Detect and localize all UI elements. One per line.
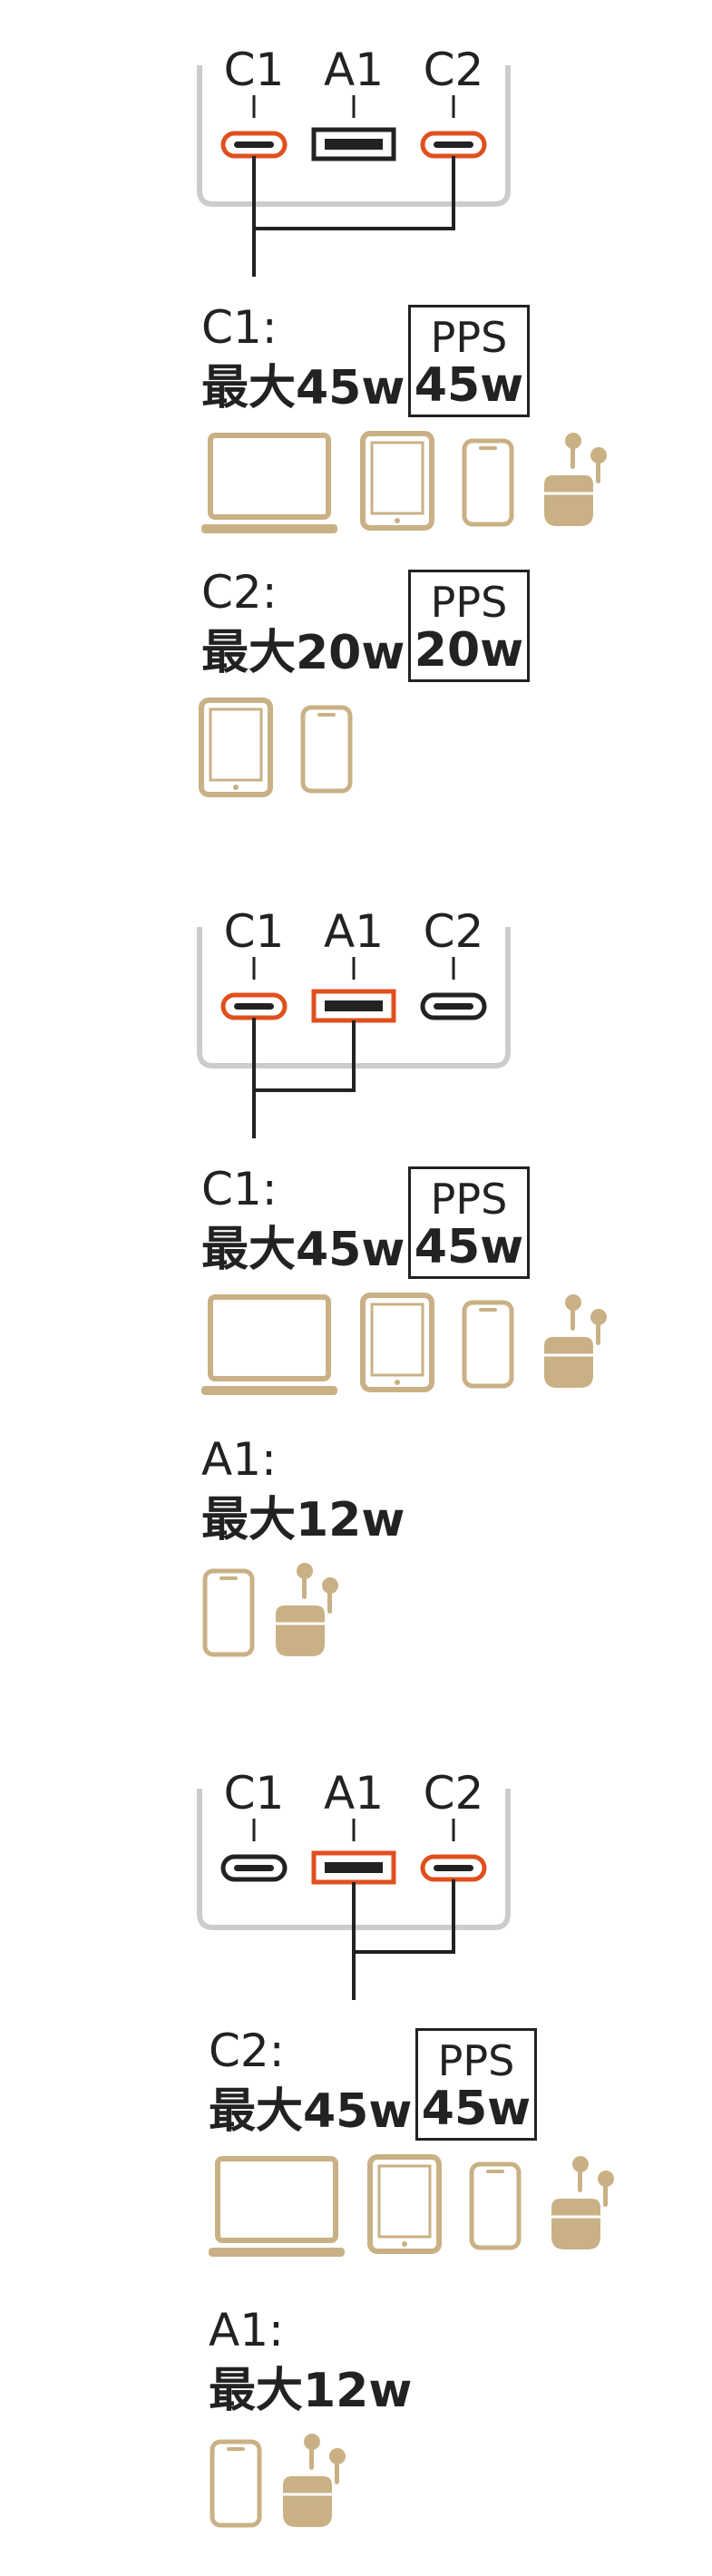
max-power: 最大45w xyxy=(201,361,405,415)
charger-housing xyxy=(197,65,511,207)
phone-icon xyxy=(462,1300,514,1389)
tablet-icon xyxy=(360,1293,434,1392)
port-c1 xyxy=(220,1854,288,1882)
connector-line xyxy=(252,1018,356,1138)
port-label-c2: C2 xyxy=(423,1767,484,1820)
tablet-icon xyxy=(360,431,434,531)
port-label-a1: A1 xyxy=(323,905,384,958)
pps-value: 45w xyxy=(414,1220,524,1274)
pps-badge: PPS 45w xyxy=(408,305,530,417)
connector-line xyxy=(252,156,455,277)
pps-value: 45w xyxy=(421,2082,532,2136)
port-label-c2: C2 xyxy=(423,44,484,96)
pps-label: PPS xyxy=(430,313,508,362)
connector-line xyxy=(352,1879,455,2000)
tablet-icon xyxy=(199,698,273,797)
port-label-a1: A1 xyxy=(323,1767,384,1820)
phone-icon xyxy=(469,2161,522,2250)
port-a1 xyxy=(311,127,396,161)
output-name: A1: xyxy=(209,2304,284,2356)
phone-icon xyxy=(210,2439,262,2528)
pps-value: 45w xyxy=(414,358,524,413)
port-diagram xyxy=(197,927,607,1657)
laptop-icon xyxy=(201,1294,337,1395)
max-power: 最大12w xyxy=(201,1493,405,1547)
phone-icon xyxy=(462,438,514,527)
port-c2 xyxy=(420,992,487,1020)
port-diagram xyxy=(197,1789,614,2528)
pps-label: PPS xyxy=(430,578,508,627)
pps-badge: PPS 20w xyxy=(408,570,530,682)
laptop-icon xyxy=(201,433,337,533)
output-name: C2: xyxy=(209,2025,285,2077)
max-power: 最大45w xyxy=(209,2084,413,2139)
output-name: C2: xyxy=(201,566,278,619)
laptop-icon xyxy=(209,2156,345,2257)
phone-icon xyxy=(202,1568,255,1657)
earbuds-icon xyxy=(544,433,607,526)
tablet-icon xyxy=(367,2154,442,2254)
pps-badge: PPS 45w xyxy=(415,2028,537,2141)
section-c1-a1: C1 A1 C2 C1: 最大45w PPS 45w A1: 最大12w xyxy=(0,862,712,1678)
max-power: 最大12w xyxy=(209,2364,413,2418)
output-name: C1: xyxy=(201,1163,278,1215)
pps-badge: PPS 45w xyxy=(408,1166,530,1279)
max-power: 最大20w xyxy=(201,626,405,680)
earbuds-icon xyxy=(544,1294,607,1388)
port-label-c2: C2 xyxy=(423,905,484,958)
output-name: C1: xyxy=(201,301,278,354)
max-power: 最大45w xyxy=(201,1223,405,1277)
output-name: A1: xyxy=(201,1433,277,1486)
port-label-c1: C1 xyxy=(223,905,285,958)
earbuds-icon xyxy=(276,1563,338,1656)
section-c1-c2: C1 A1 C2 C1: 最大45w PPS 45w C2: 最大20w PPS… xyxy=(0,0,712,816)
pps-label: PPS xyxy=(430,1175,508,1224)
earbuds-icon xyxy=(551,2156,614,2249)
earbuds-icon xyxy=(283,2434,346,2527)
pps-label: PPS xyxy=(437,2036,515,2085)
section-a1-c2: C1 A1 C2 C2: 最大45w PPS 45w A1: 最大12w xyxy=(0,1723,712,2576)
port-diagram xyxy=(197,65,607,797)
pps-value: 20w xyxy=(414,623,524,678)
port-label-c1: C1 xyxy=(223,1767,285,1820)
phone-icon xyxy=(300,705,353,794)
port-label-c1: C1 xyxy=(223,44,285,96)
port-label-a1: A1 xyxy=(323,44,384,96)
